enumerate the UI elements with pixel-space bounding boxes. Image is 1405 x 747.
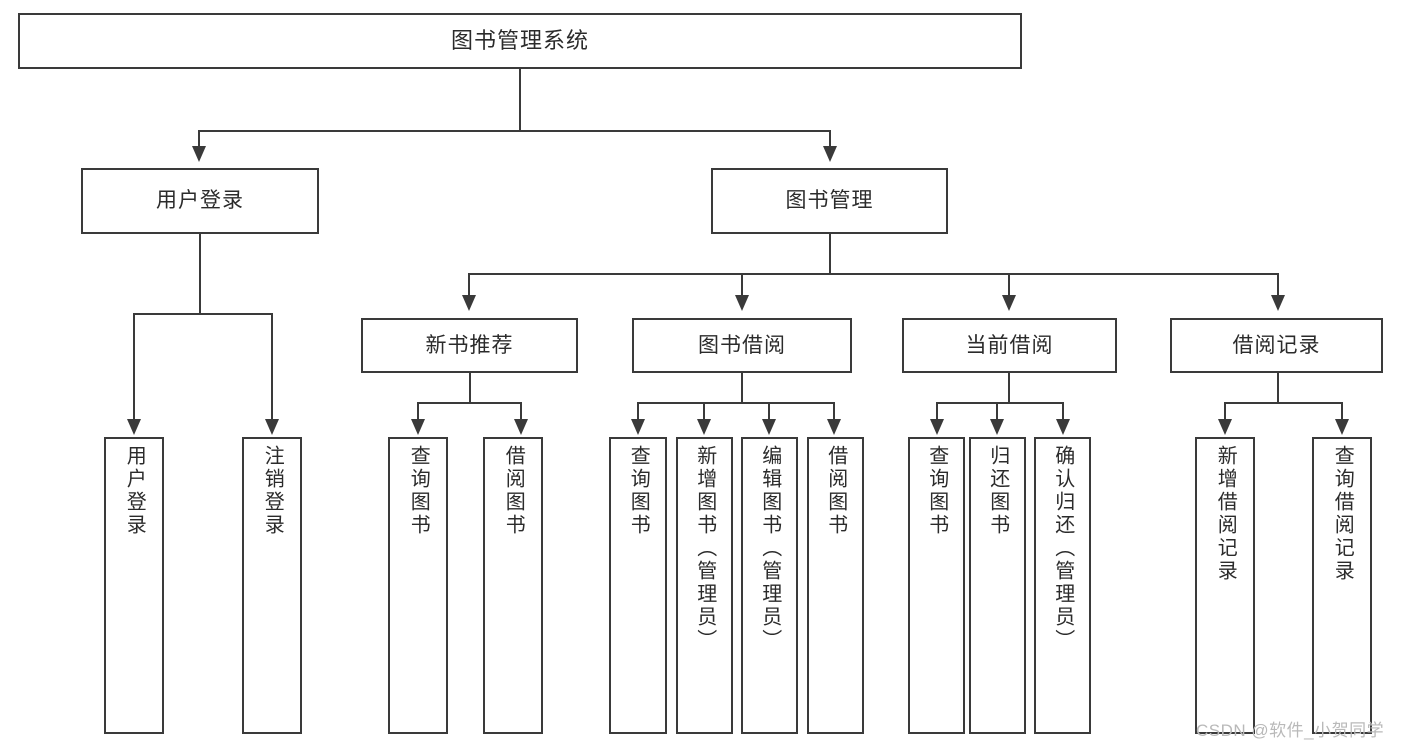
node-current-borrow[interactable]: 当前借阅 (902, 318, 1117, 373)
node-label: 图书管理 (785, 189, 874, 213)
leaf-query-record[interactable]: 查询借阅记录 (1312, 437, 1372, 734)
leaf-user-logout[interactable]: 注销登录 (242, 437, 302, 734)
connector-level2-bar (198, 130, 831, 132)
connector-new-book-drop-2 (520, 402, 522, 419)
connector-current-borrow-drop-1 (936, 402, 938, 419)
connector-user-login-stem (199, 234, 201, 314)
arrow-to-book-manage (823, 146, 837, 162)
connector-borrow-record-stem (1277, 373, 1279, 403)
arrow-to-leaf-user-login (127, 419, 141, 435)
arrow-to-leaf-borrow-book-1 (514, 419, 528, 435)
connector-root-stem (519, 69, 521, 131)
arrow-to-leaf-user-logout (265, 419, 279, 435)
node-label: 新书推荐 (425, 333, 514, 357)
leaf-edit-book[interactable]: 编辑图书（管理员） (741, 437, 798, 734)
connector-level2-drop-left (198, 130, 200, 148)
leaf-query-book-3[interactable]: 查询图书 (908, 437, 965, 734)
connector-book-borrow-stem (741, 373, 743, 403)
connector-book-borrow-drop-2 (703, 402, 705, 419)
leaf-label: 查询图书 (925, 445, 948, 537)
leaf-label: 查询图书 (627, 445, 650, 537)
arrow-to-leaf-return-book (990, 419, 1004, 435)
arrow-to-leaf-confirm-return (1056, 419, 1070, 435)
connector-level3-drop-3 (1008, 273, 1010, 295)
leaf-label: 用户登录 (123, 445, 146, 537)
connector-borrow-record-drop-1 (1224, 402, 1226, 419)
node-new-book-recommend[interactable]: 新书推荐 (361, 318, 578, 373)
leaf-label: 编辑图书（管理员） (758, 445, 781, 652)
leaf-label: 归还图书 (986, 445, 1009, 537)
connector-borrow-record-drop-2 (1341, 402, 1343, 419)
leaf-borrow-book-1[interactable]: 借阅图书 (483, 437, 543, 734)
arrow-to-leaf-add-book (697, 419, 711, 435)
arrow-to-leaf-add-record (1218, 419, 1232, 435)
connector-user-login-bar (133, 313, 272, 315)
connector-level3-drop-4 (1277, 273, 1279, 295)
connector-level3-bar (468, 273, 1279, 275)
connector-current-borrow-stem (1008, 373, 1010, 403)
node-label: 用户登录 (156, 189, 244, 213)
connector-level3-drop-2 (741, 273, 743, 295)
csdn-watermark: CSDN @软件_小贺同学 (1196, 721, 1385, 740)
connector-book-borrow-bar (637, 402, 835, 404)
connector-book-borrow-drop-3 (768, 402, 770, 419)
leaf-label: 查询图书 (407, 445, 430, 537)
leaf-label: 新增借阅记录 (1214, 445, 1237, 583)
connector-new-book-bar (417, 402, 522, 404)
connector-borrow-record-bar (1224, 402, 1342, 404)
connector-current-borrow-drop-2 (996, 402, 998, 419)
leaf-label: 新增图书（管理员） (693, 445, 716, 652)
leaf-label: 借阅图书 (502, 445, 525, 537)
connector-book-borrow-drop-1 (637, 402, 639, 419)
connector-user-login-drop-1 (133, 313, 135, 419)
leaf-label: 确认归还（管理员） (1051, 445, 1074, 652)
leaf-query-book-2[interactable]: 查询图书 (609, 437, 667, 734)
arrow-to-new-book-recommend (462, 295, 476, 311)
connector-level2-drop-right (829, 130, 831, 148)
node-label: 当前借阅 (965, 333, 1054, 357)
node-book-borrow[interactable]: 图书借阅 (632, 318, 852, 373)
node-borrow-record[interactable]: 借阅记录 (1170, 318, 1383, 373)
node-book-manage[interactable]: 图书管理 (711, 168, 948, 234)
connector-current-borrow-drop-3 (1062, 402, 1064, 419)
arrow-to-leaf-borrow-book-2 (827, 419, 841, 435)
arrow-to-leaf-query-book-2 (631, 419, 645, 435)
leaf-label: 查询借阅记录 (1331, 445, 1354, 583)
connector-book-manage-stem (829, 234, 831, 274)
connector-current-borrow-bar (936, 402, 1064, 404)
arrow-to-leaf-query-book-1 (411, 419, 425, 435)
node-label: 图书管理系统 (450, 27, 589, 53)
arrow-to-user-login (192, 146, 206, 162)
leaf-label: 借阅图书 (824, 445, 847, 537)
leaf-label: 注销登录 (261, 445, 284, 537)
leaf-add-book[interactable]: 新增图书（管理员） (676, 437, 733, 734)
arrow-to-leaf-query-record (1335, 419, 1349, 435)
node-user-login[interactable]: 用户登录 (81, 168, 319, 234)
leaf-query-book-1[interactable]: 查询图书 (388, 437, 448, 734)
connector-book-borrow-drop-4 (833, 402, 835, 419)
leaf-add-record[interactable]: 新增借阅记录 (1195, 437, 1255, 734)
arrow-to-current-borrow (1002, 295, 1016, 311)
leaf-user-login[interactable]: 用户登录 (104, 437, 164, 734)
arrow-to-leaf-query-book-3 (930, 419, 944, 435)
connector-level3-drop-1 (468, 273, 470, 295)
node-root-system[interactable]: 图书管理系统 (18, 13, 1022, 69)
node-label: 图书借阅 (698, 333, 786, 357)
leaf-borrow-book-2[interactable]: 借阅图书 (807, 437, 864, 734)
node-label: 借阅记录 (1232, 333, 1321, 357)
leaf-confirm-return[interactable]: 确认归还（管理员） (1034, 437, 1091, 734)
connector-new-book-stem (469, 373, 471, 403)
arrow-to-borrow-record (1271, 295, 1285, 311)
leaf-return-book[interactable]: 归还图书 (969, 437, 1026, 734)
connector-new-book-drop-1 (417, 402, 419, 419)
arrow-to-book-borrow (735, 295, 749, 311)
arrow-to-leaf-edit-book (762, 419, 776, 435)
connector-user-login-drop-2 (271, 313, 273, 419)
